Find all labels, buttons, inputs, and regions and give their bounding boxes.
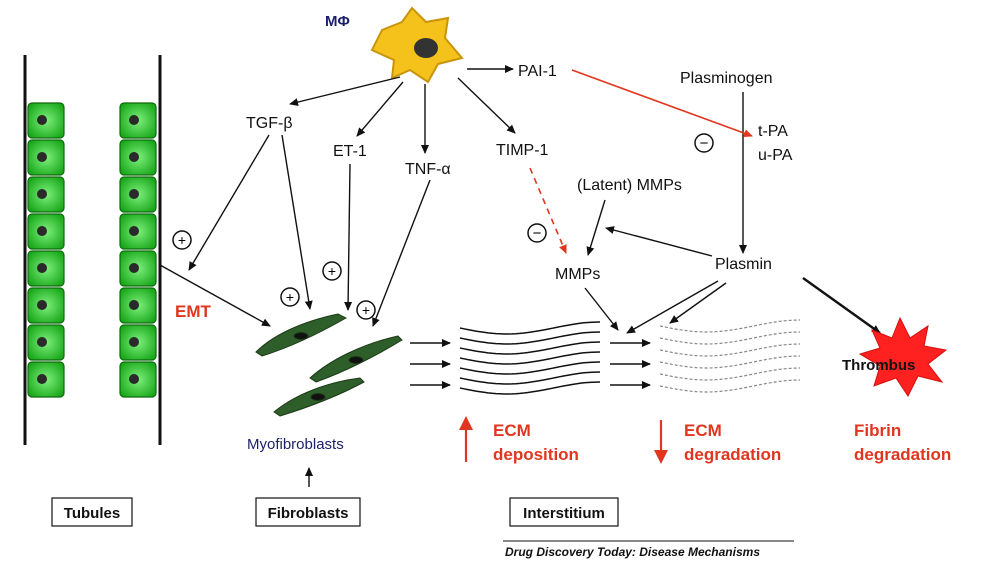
- interstitium-box: Interstitium: [509, 497, 619, 527]
- epithelial-cell: [27, 213, 65, 250]
- myofibroblasts-label: Myofibroblasts: [247, 436, 344, 453]
- epithelial-cell: [119, 250, 157, 287]
- epithelial-cell: [27, 176, 65, 213]
- minus-sign-1: −: [694, 133, 714, 153]
- tnfa-label: TNF-α: [405, 161, 451, 178]
- ecm-fiber: [459, 321, 601, 335]
- ecm-fiber: [459, 341, 601, 355]
- fibrin-degradation-label-2: degradation: [854, 445, 951, 464]
- ecm-deposition-up-arrow: [459, 416, 473, 462]
- svg-text:−: −: [533, 225, 542, 242]
- plasminogen-label: Plasminogen: [680, 70, 773, 87]
- minus-sign-2: −: [527, 223, 547, 243]
- ecm-fibers-degraded: [659, 319, 801, 393]
- ecm-deposition-label-2: deposition: [493, 445, 579, 464]
- ecm-fiber: [659, 331, 801, 345]
- epithelial-cell: [119, 361, 157, 398]
- ecm-fiber: [459, 381, 601, 395]
- myofibroblast-cells: [255, 313, 403, 417]
- ecm-fiber: [659, 355, 801, 369]
- ecm-fiber: [459, 331, 601, 345]
- epithelial-cell: [27, 361, 65, 398]
- ecm-deposition-label-1: ECM: [493, 421, 531, 440]
- epithelial-cell: [27, 324, 65, 361]
- epithelial-cell: [27, 139, 65, 176]
- fibroblasts-box: Fibroblasts: [255, 497, 361, 527]
- plus-sign-1: +: [172, 230, 192, 250]
- svg-text:+: +: [286, 289, 294, 305]
- fibrin-degradation-label-1: Fibrin: [854, 421, 901, 440]
- ecm-degradation-label-2: degradation: [684, 445, 781, 464]
- latent-mmps-label: (Latent) MMPs: [577, 177, 682, 194]
- timp1-label: TIMP-1: [496, 142, 549, 159]
- et1-label: ET-1: [333, 143, 367, 160]
- epithelial-cell: [119, 102, 157, 139]
- svg-text:Fibroblasts: Fibroblasts: [268, 505, 349, 522]
- epithelial-cells-left: [27, 102, 65, 398]
- epithelial-cell: [119, 213, 157, 250]
- epithelial-cell: [119, 287, 157, 324]
- svg-text:Tubules: Tubules: [64, 505, 120, 522]
- ecm-degradation-down-arrow: [654, 420, 668, 464]
- ecm-fiber: [459, 371, 601, 385]
- emt-label: EMT: [175, 302, 212, 321]
- tgfb-label: TGF-β: [246, 115, 293, 132]
- tubule-wall: [23, 55, 162, 445]
- inhibition-arrows: [529, 69, 753, 254]
- svg-text:+: +: [178, 232, 186, 248]
- ecm-fiber: [659, 379, 801, 393]
- plus-sign-3: +: [322, 261, 342, 281]
- plus-sign-2: +: [280, 287, 300, 307]
- ecm-fiber: [459, 361, 601, 375]
- thrombus-icon: [858, 316, 948, 397]
- mmps-label: MMPs: [555, 266, 600, 283]
- tubules-box: Tubules: [51, 497, 133, 527]
- pai1-label: PAI-1: [518, 63, 557, 80]
- svg-text:+: +: [328, 263, 336, 279]
- epithelial-cell: [27, 102, 65, 139]
- thrombus-label: Thrombus: [842, 357, 915, 374]
- macrophage-icon: [370, 6, 464, 84]
- pathway-arrows: [159, 65, 881, 487]
- macrophage-label: MΦ: [325, 13, 350, 30]
- ecm-fiber: [659, 343, 801, 357]
- epithelial-cell: [27, 250, 65, 287]
- epithelial-cell: [119, 139, 157, 176]
- epithelial-cells-right: [119, 102, 157, 398]
- epithelial-cell: [119, 324, 157, 361]
- svg-text:+: +: [362, 302, 370, 318]
- ecm-fibers-dense: [459, 321, 601, 395]
- svg-text:−: −: [700, 135, 709, 152]
- epithelial-cell: [27, 287, 65, 324]
- epithelial-cell: [119, 176, 157, 213]
- plus-sign-4: +: [356, 300, 376, 320]
- plasmin-label: Plasmin: [715, 256, 772, 273]
- source-label: Drug Discovery Today: Disease Mechanisms: [505, 545, 760, 559]
- svg-text:Interstitium: Interstitium: [523, 505, 605, 522]
- tpa-label: t-PA: [758, 123, 788, 140]
- ecm-fiber: [659, 319, 801, 333]
- upa-label: u-PA: [758, 147, 793, 164]
- ecm-degradation-label-1: ECM: [684, 421, 722, 440]
- ecm-fiber: [459, 351, 601, 365]
- ecm-fiber: [659, 367, 801, 381]
